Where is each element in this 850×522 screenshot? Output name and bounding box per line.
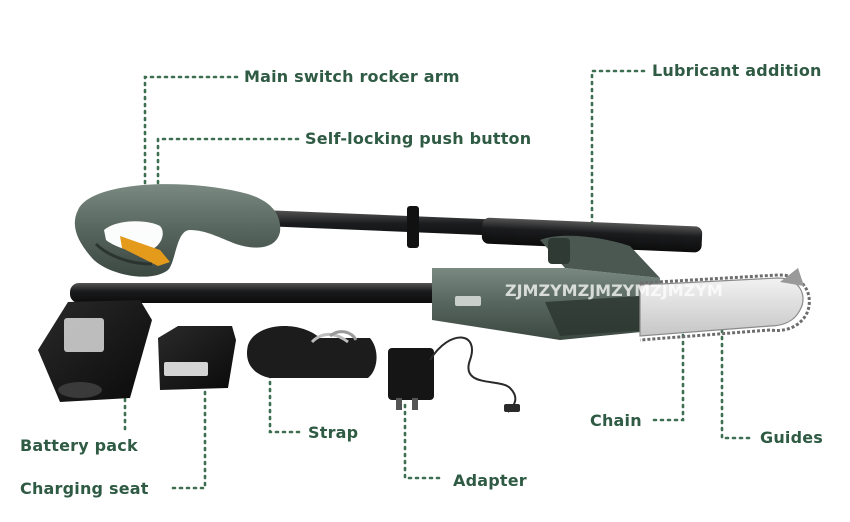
grip-sleeve <box>481 217 703 253</box>
label-lubricant: Lubricant addition <box>652 61 822 80</box>
strap-image <box>246 325 377 378</box>
handle-body <box>74 184 281 277</box>
label-chain: Chain <box>590 411 642 430</box>
saw-chain <box>639 273 811 342</box>
adapter-image <box>388 348 434 400</box>
label-guides: Guides <box>760 428 824 447</box>
label-adapter: Adapter <box>453 471 527 490</box>
leader-strap <box>268 373 304 434</box>
leader-main-switch <box>143 75 239 262</box>
trigger <box>120 236 170 266</box>
lower-pole <box>70 283 450 303</box>
leader-lubricant <box>590 69 646 226</box>
leader-guides <box>720 328 754 440</box>
pole-clamp <box>407 206 419 248</box>
label-battery-pack: Battery pack <box>20 436 138 455</box>
leader-adapter <box>403 403 446 480</box>
handle-grip-opening <box>104 221 163 252</box>
leader-charging <box>168 383 207 490</box>
charger-image <box>158 326 236 390</box>
label-strap: Strap <box>308 423 359 442</box>
label-main-switch: Main switch rocker arm <box>244 67 460 86</box>
adapter-cord <box>429 336 517 413</box>
leader-chain <box>652 333 685 422</box>
label-self-locking: Self-locking push button <box>305 129 532 148</box>
label-charging-seat: Charging seat <box>20 479 149 498</box>
watermark: ZJMZYMZJMZYMZJMZYM <box>505 281 723 300</box>
